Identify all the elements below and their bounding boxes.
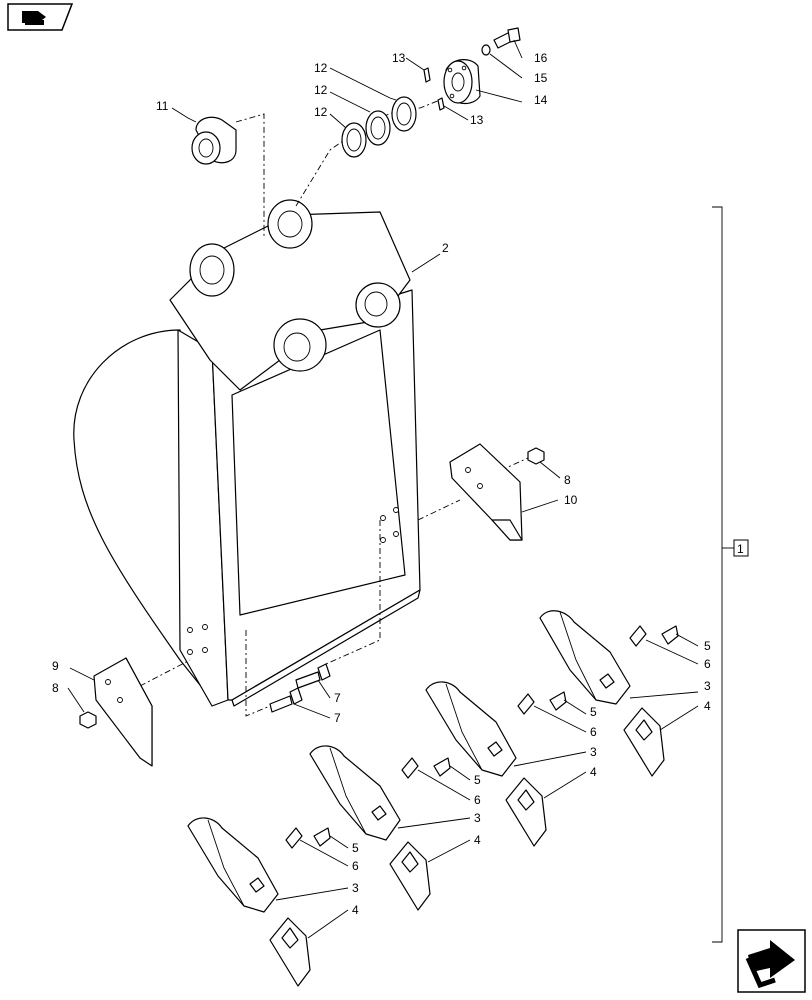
next-page-arrow-icon[interactable] <box>737 929 806 993</box>
side-cutters <box>79 443 545 767</box>
callout-12: 12 <box>314 61 328 75</box>
shims <box>341 96 417 158</box>
callout-3: 3 <box>590 745 597 759</box>
callout-7: 7 <box>334 691 341 705</box>
callout-4: 4 <box>704 699 711 713</box>
callout-5: 5 <box>352 841 359 855</box>
callout-15: 15 <box>534 71 548 85</box>
callout-1: 1 <box>737 542 744 556</box>
callout-2: 2 <box>442 241 449 255</box>
bolts <box>269 663 331 713</box>
callout-16: 16 <box>534 51 548 65</box>
callout-12: 12 <box>314 105 328 119</box>
tooth-set-3 <box>309 745 451 911</box>
tooth-set-1 <box>539 610 679 777</box>
cap-and-fasteners <box>423 27 521 111</box>
callout-3: 3 <box>704 679 711 693</box>
callout-10: 10 <box>564 493 578 507</box>
callout-4: 4 <box>590 765 597 779</box>
callout-3: 3 <box>474 811 481 825</box>
callout-6: 6 <box>590 725 597 739</box>
leader-lines <box>67 39 699 939</box>
callout-3: 3 <box>352 881 359 895</box>
bushing <box>191 116 237 165</box>
callout-5: 5 <box>474 773 481 787</box>
callout-13: 13 <box>392 51 406 65</box>
callout-4: 4 <box>352 903 359 917</box>
callout-8: 8 <box>52 681 59 695</box>
callout-6: 6 <box>474 793 481 807</box>
tooth-set-2 <box>425 681 567 847</box>
callout-5: 5 <box>704 639 711 653</box>
tooth-set-4 <box>187 817 331 987</box>
callout-12: 12 <box>314 83 328 97</box>
callout-6: 6 <box>704 657 711 671</box>
assembly-bracket <box>712 206 749 943</box>
callout-7: 7 <box>334 711 341 725</box>
callout-14: 14 <box>534 93 548 107</box>
callout-6: 6 <box>352 859 359 873</box>
callout-11: 11 <box>156 99 169 113</box>
callout-4: 4 <box>474 833 481 847</box>
callout-labels: 1 2 3 3 3 3 4 4 4 4 5 5 5 5 6 6 6 6 7 7 … <box>52 51 744 917</box>
callout-13: 13 <box>470 113 484 127</box>
callout-9: 9 <box>52 659 59 673</box>
lead-2 <box>411 253 441 273</box>
book-icon[interactable] <box>7 3 74 31</box>
bucket <box>73 199 421 707</box>
callout-5: 5 <box>590 705 597 719</box>
callout-8: 8 <box>564 473 571 487</box>
